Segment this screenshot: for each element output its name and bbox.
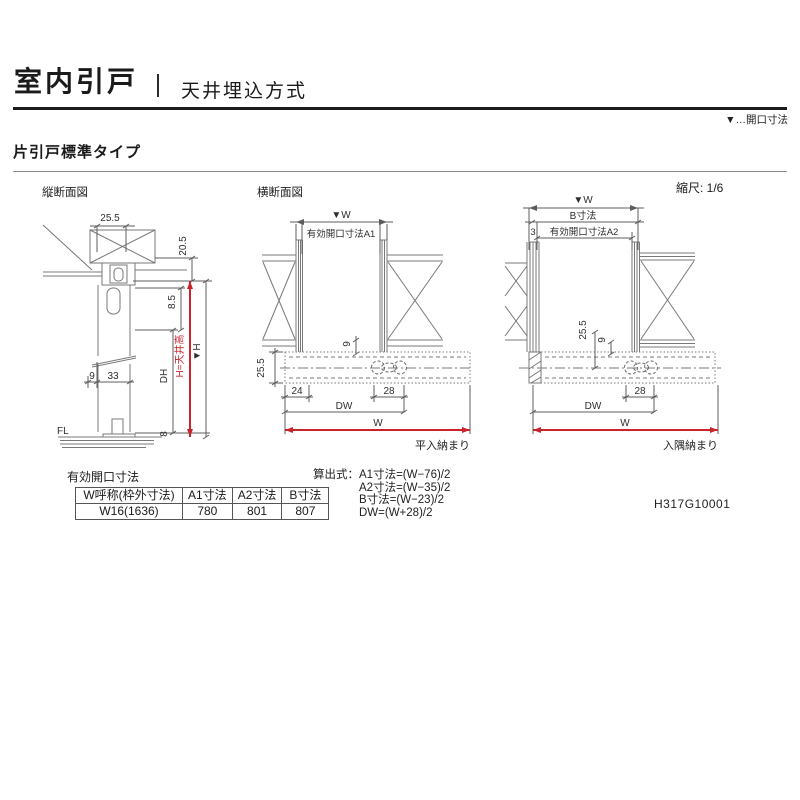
col-header-a1: A1寸法 xyxy=(182,487,233,504)
plan-flat-drawing: ▼W 有効開口寸法A1 9 25.5 24 28 DW W 平入納まり xyxy=(256,210,473,452)
dim-a1: 有効開口寸法A1 xyxy=(307,228,376,240)
dim-25-5: 25.5 xyxy=(578,320,589,340)
formula-dw: DW=(W+28)/2 xyxy=(359,506,433,519)
corner-entry-caption: 入隅納まり xyxy=(663,439,718,452)
break-lines xyxy=(91,355,137,368)
track-band xyxy=(519,351,721,384)
width-arrow xyxy=(533,427,718,433)
dim-a2: 有効開口寸法A2 xyxy=(550,226,619,238)
ceiling-structure xyxy=(42,224,187,286)
roller-unit xyxy=(371,360,407,375)
dim-25-5: 25.5 xyxy=(100,213,120,224)
formula-label: 算出式： xyxy=(313,469,359,481)
dimension-lines xyxy=(269,221,471,434)
formula-a2: A2寸法=(W−35)/2 xyxy=(359,481,451,494)
dim-h: ▼H xyxy=(192,343,203,360)
page-title: 室内引戸 xyxy=(14,66,139,97)
header-rule xyxy=(13,107,787,110)
page-subtitle: 天井埋込方式 xyxy=(181,81,308,102)
cell-w-name: W16(1636) xyxy=(75,503,183,520)
dim-9: 9 xyxy=(89,371,95,382)
dim-33: 33 xyxy=(107,371,119,382)
wall-right xyxy=(639,252,695,348)
document-code: H317G10001 xyxy=(654,497,731,511)
opening-dimension-legend: ▼…開口寸法 xyxy=(725,114,788,126)
formula-block: 算出式： A1寸法=(W−76)/2 A2寸法=(W−35)/2 B寸法=(W−… xyxy=(313,469,450,519)
dim-8: 8 xyxy=(159,431,170,437)
dim-20-5: 20.5 xyxy=(178,236,189,256)
table-row: W16(1636) 780 801 807 xyxy=(75,503,330,520)
dim-9: 9 xyxy=(597,337,608,343)
dim-25-5: 25.5 xyxy=(256,358,267,378)
w-dim-arrows xyxy=(529,205,638,211)
col-header-w: W呼称(枠外寸法) xyxy=(75,487,183,504)
table-title: 有効開口寸法 xyxy=(67,470,140,484)
floor-level-label: FL xyxy=(57,426,69,437)
dim-h-ceiling: H=天井高 xyxy=(173,334,186,377)
dim-w-top: ▼W xyxy=(573,195,593,206)
scale-label: 縮尺: 1/6 xyxy=(676,181,724,195)
opening-dimension-table: W呼称(枠外寸法) A1寸法 A2寸法 B寸法 W16(1636) 780 80… xyxy=(75,487,330,520)
opening-dimension-table-block: 有効開口寸法 W呼称(枠外寸法) A1寸法 A2寸法 B寸法 W16(1636)… xyxy=(67,468,330,520)
dim-9: 9 xyxy=(342,341,353,347)
table-header-row: W呼称(枠外寸法) A1寸法 A2寸法 B寸法 xyxy=(75,487,330,504)
dim-8-5: 8.5 xyxy=(167,295,178,309)
ceiling-height-arrow xyxy=(187,281,193,437)
dim-dh: DH xyxy=(159,369,170,383)
dim-w: W xyxy=(373,418,383,429)
dim-dw: DW xyxy=(585,401,602,412)
dim-24: 24 xyxy=(291,386,303,397)
dim-3: 3 xyxy=(530,227,535,238)
section-title: 片引戸標準タイプ xyxy=(13,144,142,161)
walls xyxy=(262,254,443,347)
formula-lines: A1寸法=(W−76)/2 A2寸法=(W−35)/2 B寸法=(W−23)/2… xyxy=(359,469,450,519)
cross-section-label: 横断面図 xyxy=(257,187,303,199)
cell-a2: 801 xyxy=(231,503,283,520)
floor-structure xyxy=(58,418,162,448)
flat-entry-caption: 平入納まり xyxy=(415,439,470,452)
cell-b: 807 xyxy=(281,503,330,520)
dim-w: W xyxy=(620,418,630,429)
dim-28: 28 xyxy=(383,386,395,397)
pocket-strip xyxy=(529,241,540,352)
formula-b: B寸法=(W−23)/2 xyxy=(359,494,444,506)
roller-unit xyxy=(624,360,658,375)
plan-corner-drawing: ▼W B寸法 3 有効開口寸法A2 25.5 9 28 DW W 入隅納まり xyxy=(504,195,721,452)
section-rule xyxy=(13,171,787,172)
track-band xyxy=(280,351,473,384)
dim-dw: DW xyxy=(336,401,353,412)
dim-28: 28 xyxy=(634,386,646,397)
col-header-a2: A2寸法 xyxy=(231,487,283,504)
width-arrow xyxy=(285,427,470,433)
dimension-lines xyxy=(84,223,212,440)
dim-b: B寸法 xyxy=(570,209,597,222)
title-divider xyxy=(157,74,159,97)
formula-a1: A1寸法=(W−76)/2 xyxy=(359,469,451,481)
jambs xyxy=(295,239,388,352)
vertical-section-label: 縦断面図 xyxy=(42,187,88,199)
dimension-lines xyxy=(523,207,719,434)
dim-w-top: ▼W xyxy=(331,210,351,221)
corner-wall xyxy=(504,242,528,352)
w-dim-arrows xyxy=(296,219,387,225)
jamb-right xyxy=(631,241,640,352)
cell-a1: 780 xyxy=(182,503,233,520)
vertical-section-drawing: 25.5 20.5 8.5 DH H=天井高 ▼H 9 33 FL 8 xyxy=(42,213,212,448)
